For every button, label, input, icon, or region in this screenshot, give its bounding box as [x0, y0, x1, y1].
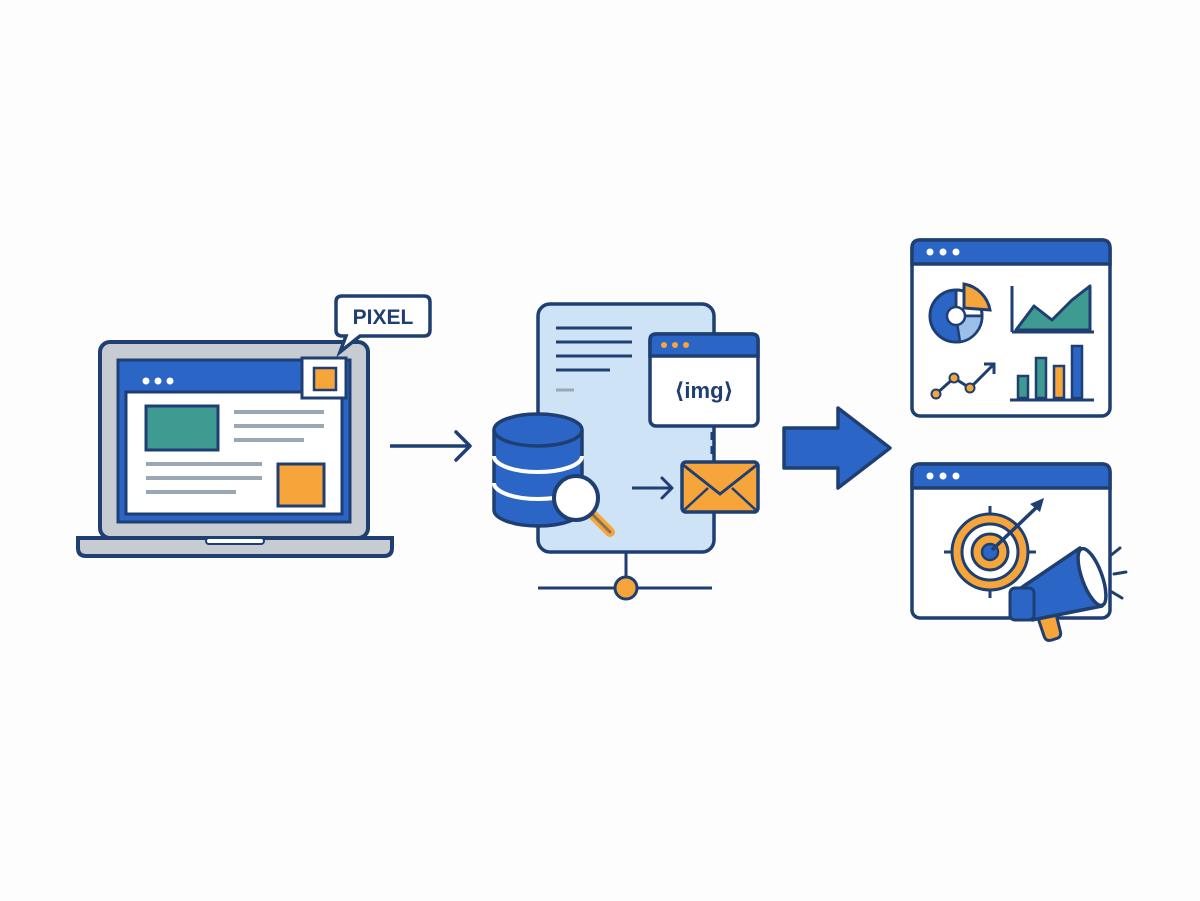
trend-line-icon	[930, 362, 996, 400]
megaphone-icon	[1008, 546, 1128, 642]
pie-chart-icon	[928, 282, 992, 344]
flow-arrow-to-email	[632, 476, 674, 500]
img-tag-window-icon: ⟨img⟩	[648, 332, 760, 428]
img-tag-label: ⟨img⟩	[674, 378, 733, 403]
bar-chart-icon	[1010, 344, 1094, 402]
tracking-pixel-icon	[300, 356, 348, 400]
network-node-icon	[538, 552, 712, 601]
area-chart-icon	[1010, 284, 1094, 334]
email-envelope-icon	[680, 460, 760, 514]
pixel-label: PIXEL	[353, 306, 414, 329]
pixel-label-callout: PIXEL	[334, 294, 432, 358]
magnifier-icon	[552, 474, 615, 537]
target-icon	[944, 498, 1044, 598]
flow-arrow-1	[390, 430, 472, 462]
flow-arrow-2	[782, 406, 892, 490]
